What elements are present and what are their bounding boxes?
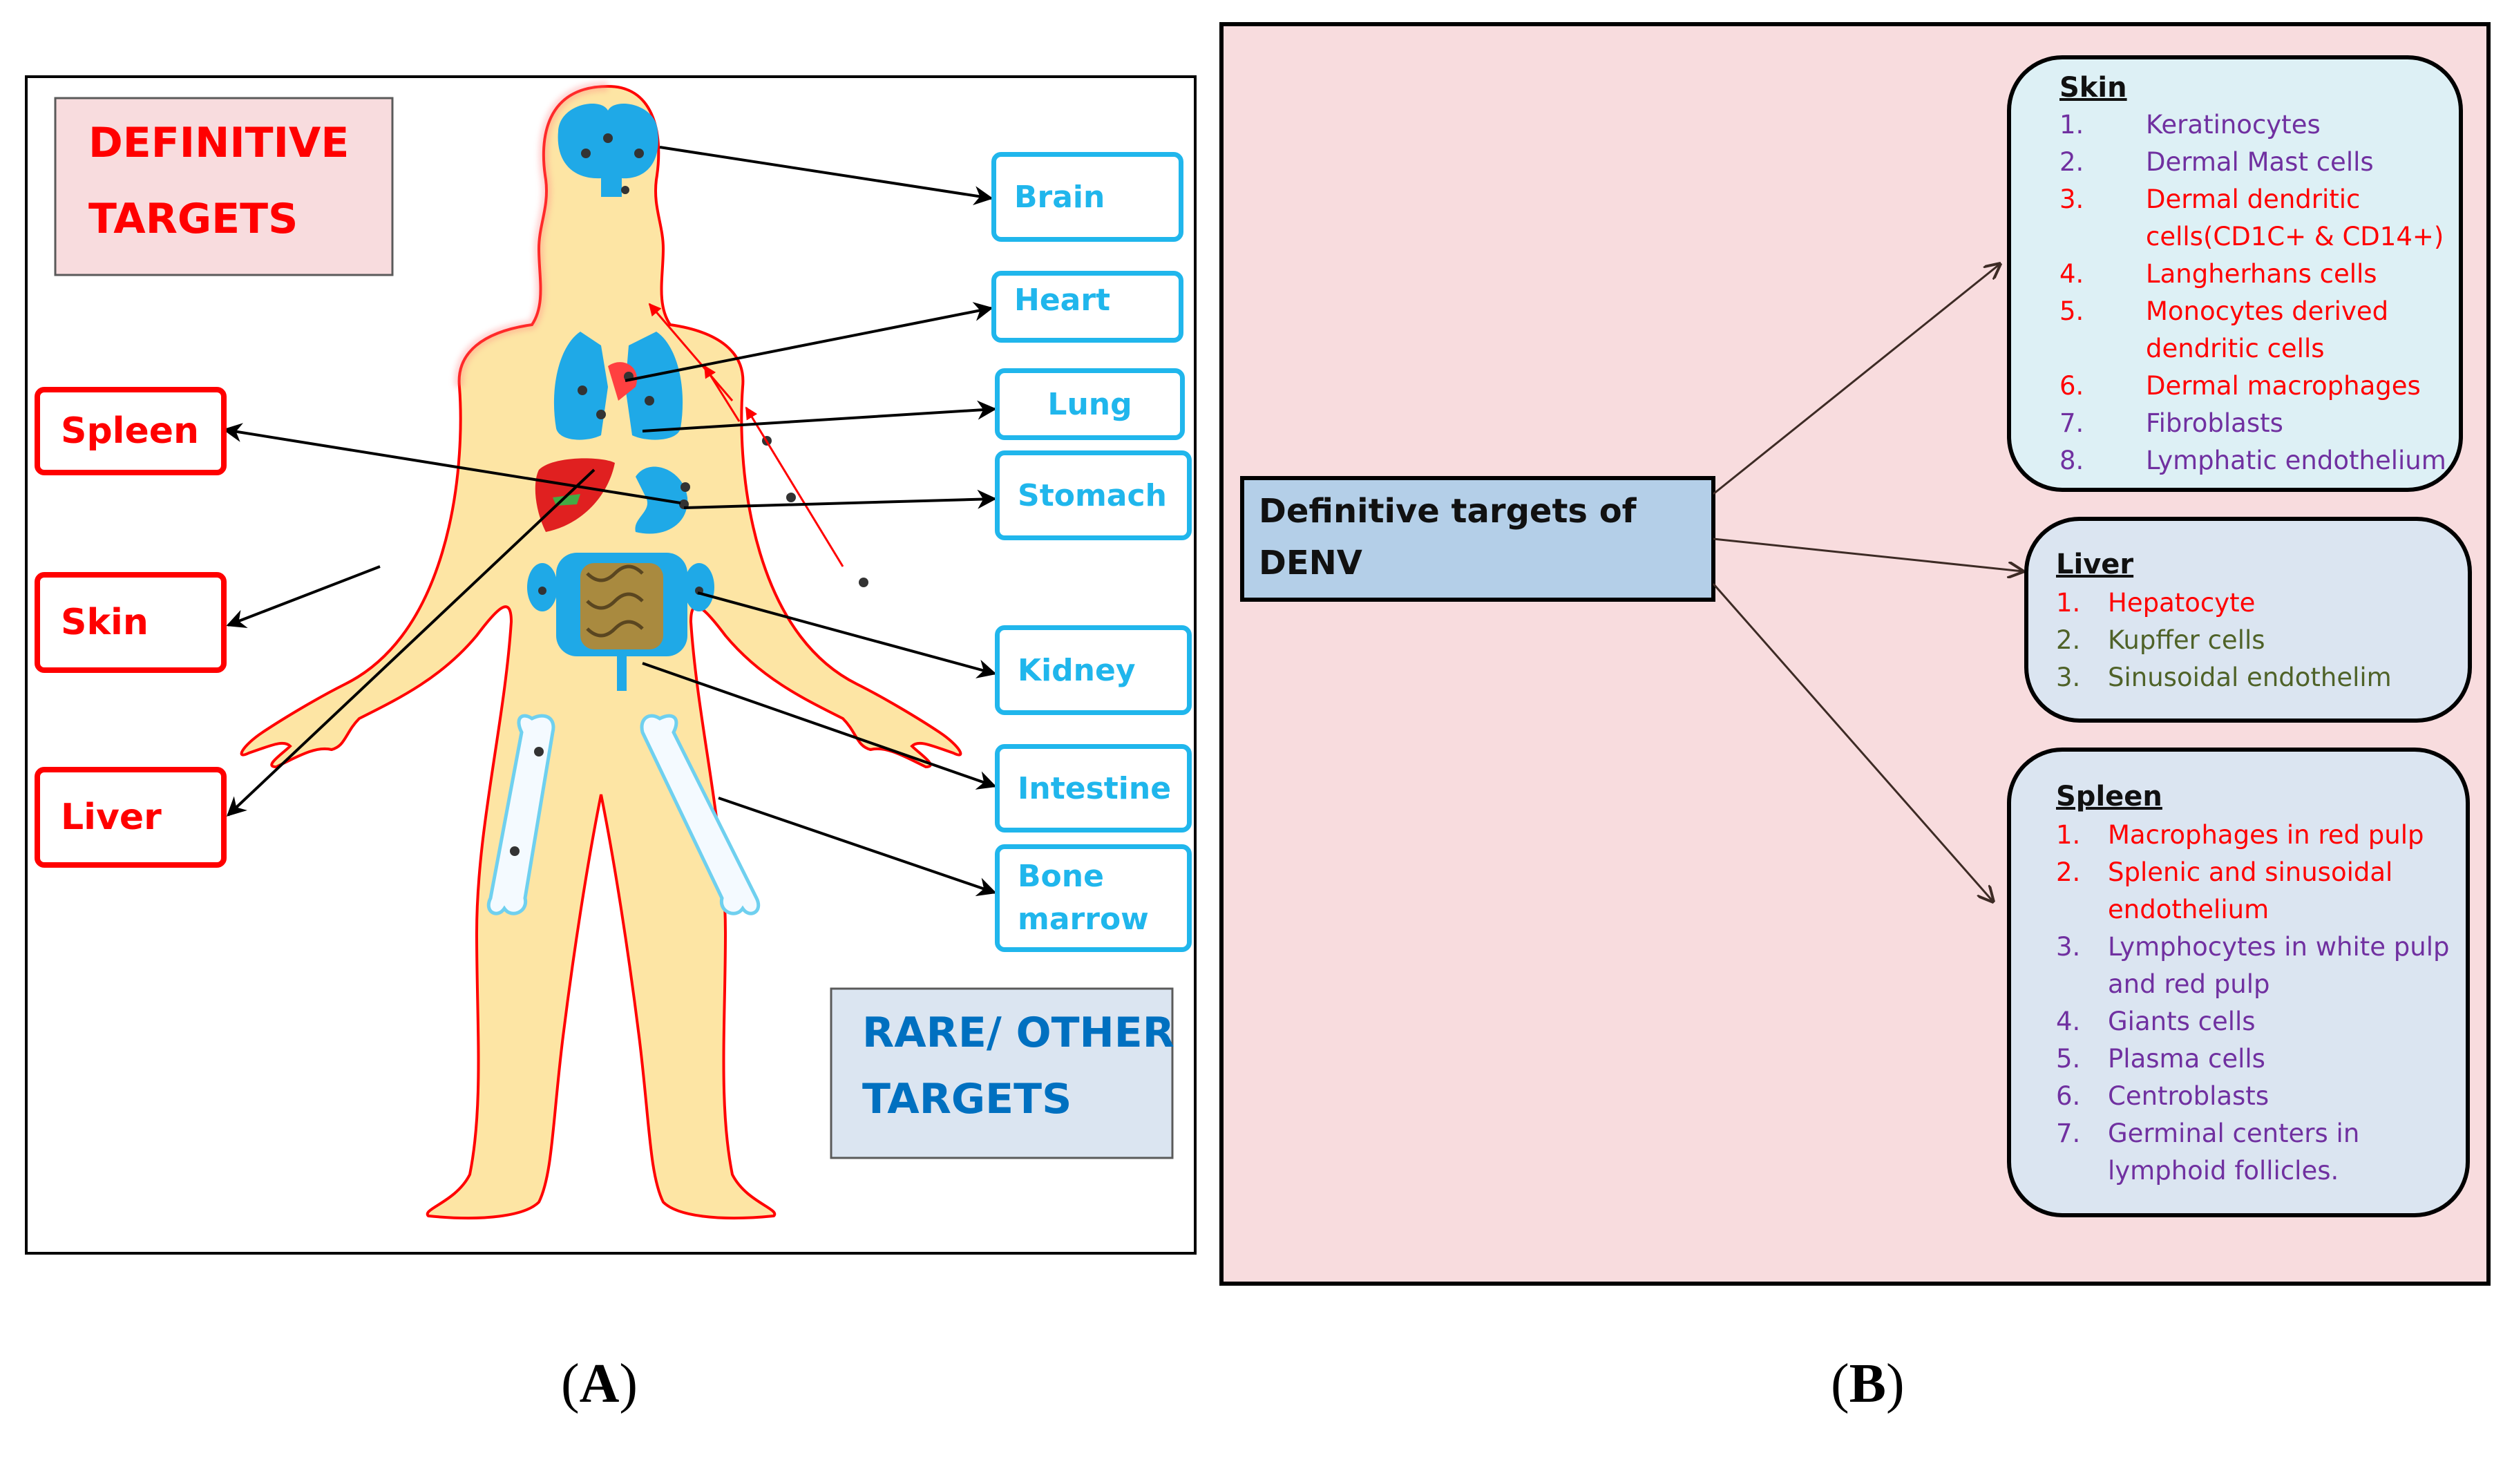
spleen-panel: Spleen 1. Macrophages in red pulp 2. Spleni… [2007, 748, 2470, 1217]
skin-cell-list: 1. Keratinocytes 2. Dermal Mast cells 3. Derm… [2059, 106, 2459, 479]
liver-panel-title: Liver [2056, 549, 2134, 580]
definitive-title-line2: TARGETS [88, 195, 298, 243]
cell-type-item: 4. Giants cells [2056, 1003, 2453, 1040]
cell-type-item: 4. Langherhans cells [2059, 256, 2464, 293]
item-number: 5. [2059, 296, 2084, 326]
item-text: Hepatocyte [2108, 588, 2256, 618]
cell-type-item: 6. Dermal macrophages [2059, 368, 2464, 405]
target-intestine: Intestine [995, 744, 1192, 833]
item-number: 3. [2056, 932, 2081, 962]
cell-type-item: 3. Lymphocytes in white pulp and red pulp [2056, 929, 2453, 1003]
panel-a-arrows [222, 146, 997, 897]
item-text: Centroblasts [2108, 1081, 2269, 1111]
cell-type-item: 7. Germinal centers in lymphoid follicles… [2056, 1115, 2453, 1190]
target-skin: Skin [35, 572, 227, 673]
item-number: 5. [2056, 1044, 2081, 1074]
rare-targets-box [830, 987, 1174, 1159]
item-number: 1. [2056, 588, 2081, 618]
heart-organ [608, 362, 637, 401]
rare-title-line2: TARGETS [862, 1075, 1072, 1123]
item-text: Dermal dendritic cells(CD1C+ & CD14+) [2146, 184, 2444, 251]
cell-type-item: 1. Macrophages in red pulp [2056, 817, 2453, 854]
definitive-title-line1: DEFINITIVE [88, 119, 350, 167]
item-number: 6. [2059, 371, 2084, 401]
target-stomach: Stomach [995, 450, 1192, 540]
cell-type-item: 6. Centroblasts [2056, 1078, 2453, 1115]
rare-title-line1: RARE/ OTHER [862, 1009, 1174, 1057]
cell-type-item: 1. Keratinocytes [2059, 106, 2464, 144]
item-text: Monocytes derived dendritic cells [2146, 296, 2389, 363]
item-text: Plasma cells [2108, 1044, 2265, 1074]
center-label-box [1240, 476, 1715, 602]
item-text: Keratinocytes [2146, 110, 2321, 140]
virus-particles [510, 133, 868, 856]
item-number: 2. [2056, 857, 2081, 887]
center-label-line1: Definitive targets of [1259, 492, 1637, 531]
item-text: Dermal macrophages [2146, 371, 2421, 401]
target-liver: Liver [35, 767, 227, 868]
item-text: Germinal centers in lymphoid follicles. [2108, 1119, 2360, 1186]
target-spleen: Spleen [35, 387, 227, 475]
spread-arrows [648, 303, 844, 567]
skin-panel-title: Skin [2059, 72, 2127, 104]
cell-type-item: 7. Fibroblasts [2059, 405, 2464, 442]
item-number: 2. [2059, 147, 2084, 177]
spleen-panel-title: Spleen [2056, 781, 2162, 812]
caption-b: (B) [1831, 1353, 1905, 1414]
cell-type-item: 2. Kupffer cells [2056, 622, 2468, 659]
item-number: 2. [2056, 625, 2081, 655]
item-text: Macrophages in red pulp [2108, 820, 2424, 850]
item-number: 4. [2056, 1007, 2081, 1036]
cell-type-item: 8. Lymphatic endothelium [2059, 442, 2464, 479]
spleen-cell-list: 1. Macrophages in red pulp 2. Splenic and s… [2056, 817, 2466, 1190]
cell-type-item: 5. Plasma cells [2056, 1040, 2453, 1078]
panel-b-arrows [1712, 264, 2023, 902]
target-heart: Heart [991, 271, 1183, 343]
item-number: 4. [2059, 259, 2084, 289]
item-text: Dermal Mast cells [2146, 147, 2374, 177]
caption-a: (A) [561, 1353, 638, 1414]
target-bone-marrow: Bone marrow [995, 844, 1192, 952]
item-number: 7. [2056, 1119, 2081, 1148]
brain-organ [558, 104, 658, 197]
cell-type-item: 3. Sinusoidal endothelim [2056, 659, 2468, 696]
item-text: Splenic and sinusoidal endothelium [2108, 857, 2393, 924]
target-lung: Lung [995, 368, 1185, 440]
item-number: 1. [2059, 110, 2084, 140]
item-text: Sinusoidal endothelim [2108, 663, 2392, 692]
bone-right [640, 714, 760, 915]
item-text: Kupffer cells [2108, 625, 2265, 655]
liver-cell-list: 1. Hepatocyte 2. Kupffer cells 3. Sinusoidal … [2056, 584, 2468, 696]
item-number: 3. [2059, 184, 2084, 214]
liver-panel: Liver 1. Hepatocyte 2. Kupffer cells 3. Sinus… [2024, 517, 2472, 723]
cell-type-item: 2. Splenic and sinusoidal endothelium [2056, 854, 2453, 929]
item-number: 6. [2056, 1081, 2081, 1111]
item-text: Lymphatic endothelium [2146, 446, 2446, 475]
cell-type-item: 2. Dermal Mast cells [2059, 144, 2464, 181]
lung-organ [553, 332, 608, 440]
item-number: 8. [2059, 446, 2084, 475]
item-number: 3. [2056, 663, 2081, 692]
item-number: 1. [2056, 820, 2081, 850]
target-kidney: Kidney [995, 625, 1192, 715]
skin-panel: Skin 1. Keratinocytes 2. Dermal Mast cells 3… [2007, 55, 2463, 492]
item-text: Lymphocytes in white pulp and red pulp [2108, 932, 2450, 999]
item-number: 7. [2059, 408, 2084, 438]
cell-type-item: 1. Hepatocyte [2056, 584, 2468, 622]
cell-type-item: 5. Monocytes derived dendritic cells [2059, 293, 2464, 368]
item-text: Giants cells [2108, 1007, 2256, 1036]
center-label-line2: DENV [1259, 544, 1362, 582]
item-text: Fibroblasts [2146, 408, 2283, 438]
definitive-targets-box [54, 97, 394, 276]
human-body-diagram [240, 82, 962, 1220]
item-text: Langherhans cells [2146, 259, 2377, 289]
bone-left [487, 714, 555, 915]
cell-type-item: 3. Dermal dendritic cells(CD1C+ & CD14+) [2059, 181, 2464, 256]
target-brain: Brain [991, 152, 1183, 242]
